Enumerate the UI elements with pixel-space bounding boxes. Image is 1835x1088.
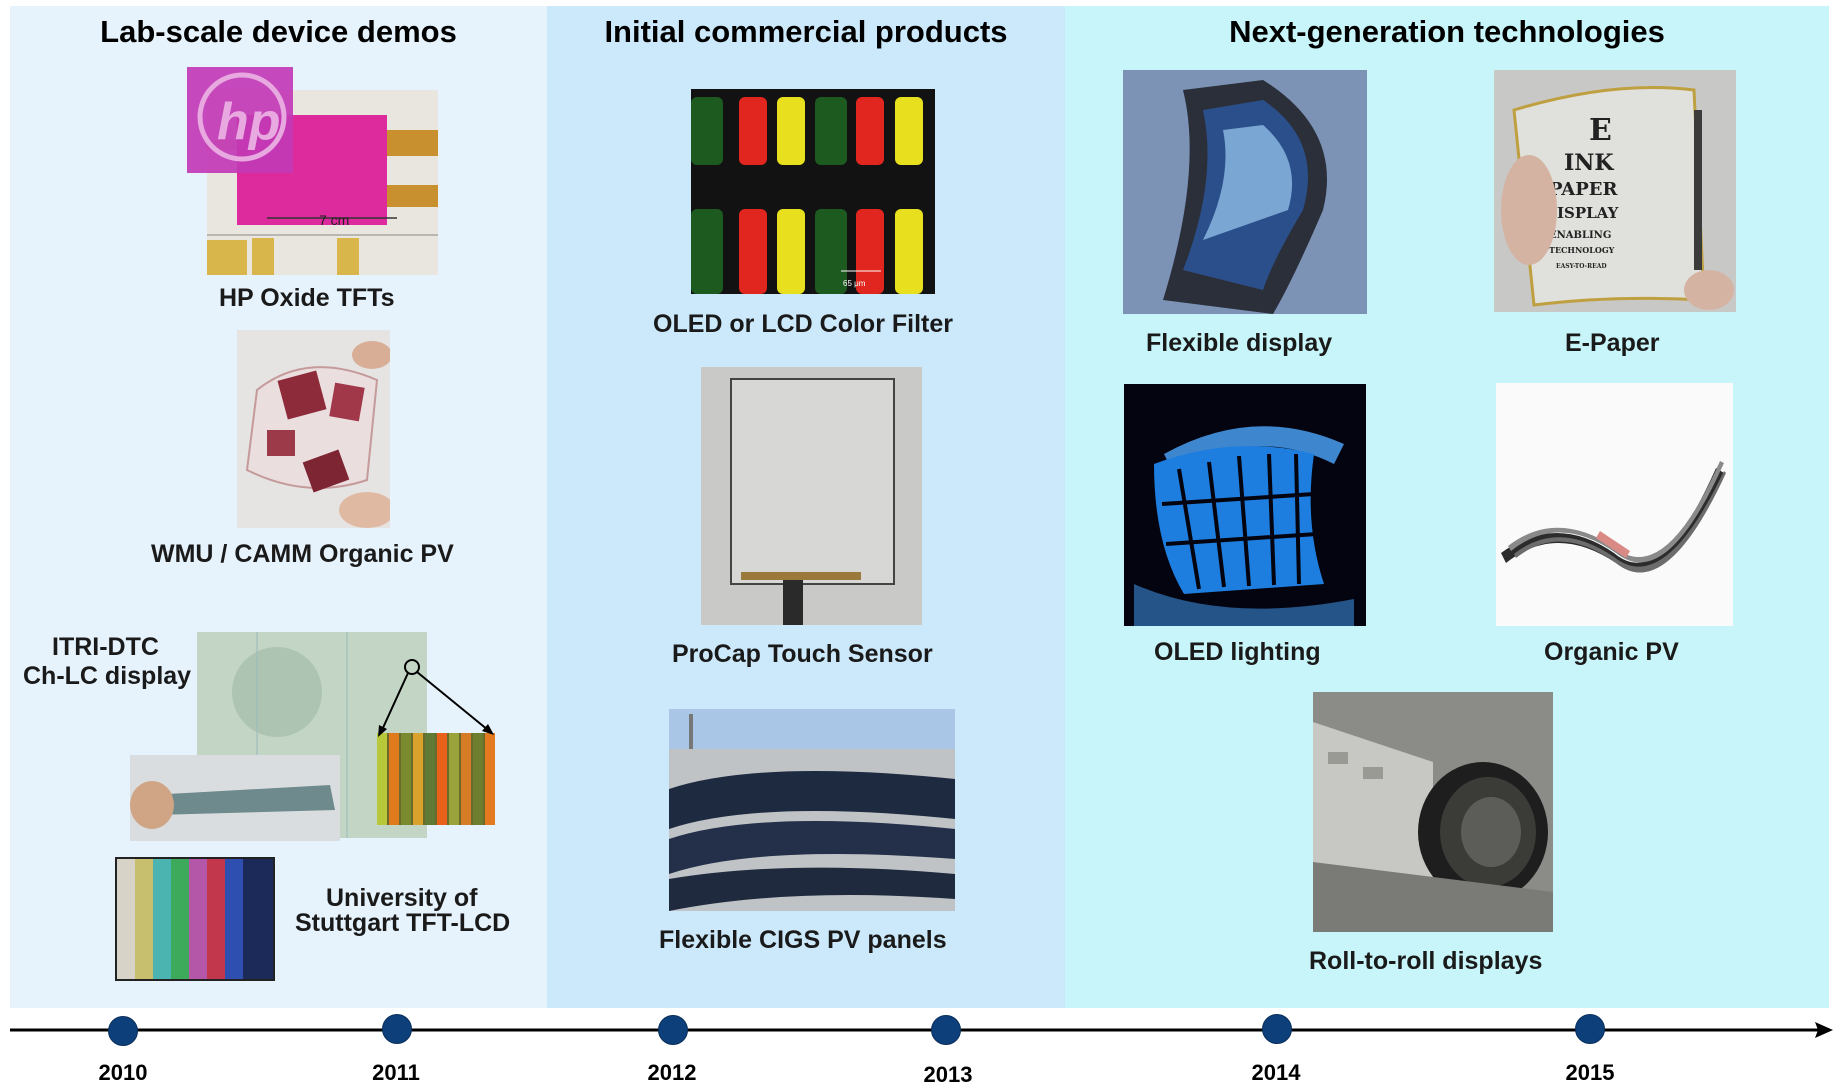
milestone-2015	[1575, 1014, 1605, 1044]
hp-logo: hp	[187, 67, 293, 173]
caption-hp-oxide: HP Oxide TFTs	[219, 284, 395, 312]
roll-to-roll-photo	[1313, 692, 1553, 932]
section-title-next: Next-generation technologies	[1229, 14, 1665, 49]
milestone-2014	[1262, 1014, 1292, 1044]
cigs-pv-panels-photo	[669, 709, 955, 911]
svg-text:ENABLING: ENABLING	[1549, 230, 1611, 241]
epaper-chart-text: E INK PAPER DISPLAY ENABLING TECHNOLOGY …	[1544, 113, 1619, 270]
year-label-2010: 2010	[98, 1060, 148, 1085]
svg-text:EASY-TO-READ: EASY-TO-READ	[1556, 263, 1607, 270]
timeline-axis	[10, 1022, 1833, 1038]
caption-organic-pv: Organic PV	[1544, 638, 1679, 666]
caption-cigs: Flexible CIGS PV panels	[659, 926, 947, 954]
zoom-callout-arrows	[378, 659, 494, 737]
year-label-2011: 2011	[372, 1060, 420, 1085]
oled-lighting-photo	[1124, 384, 1366, 626]
caption-wmu-camm: WMU / CAMM Organic PV	[151, 540, 454, 568]
year-label-2015: 2015	[1565, 1060, 1615, 1085]
ruler-label: 7 cm	[319, 212, 349, 228]
caption-itri-line1: ITRI-DTC	[52, 633, 159, 661]
section-title-commercial: Initial commercial products	[604, 14, 1008, 49]
caption-roll-to-roll: Roll-to-roll displays	[1309, 947, 1543, 975]
caption-color-filter: OLED or LCD Color Filter	[653, 310, 953, 338]
wmu-camm-organic-pv-photo	[237, 330, 390, 528]
section-title-lab: Lab-scale device demos	[100, 14, 457, 49]
epaper-photo: E INK PAPER DISPLAY ENABLING TECHNOLOGY …	[1494, 70, 1736, 312]
svg-text:INK: INK	[1564, 150, 1614, 176]
milestone-2013	[931, 1015, 961, 1045]
caption-stuttgart-line1: University of	[326, 884, 478, 912]
svg-text:DISPLAY: DISPLAY	[1544, 204, 1619, 222]
itri-pixel-zoom-photo	[377, 733, 495, 825]
milestone-2012	[658, 1015, 688, 1045]
scale-label: 65 μm	[843, 279, 866, 288]
year-label-2013: 2013	[923, 1062, 973, 1087]
milestone-2011	[382, 1014, 412, 1044]
year-label-2014: 2014	[1251, 1060, 1301, 1085]
caption-stuttgart-line2: Stuttgart TFT-LCD	[295, 909, 511, 937]
caption-oled-lighting: OLED lighting	[1154, 638, 1321, 666]
hp-oxide-tft-photo: 7 cm	[207, 90, 438, 275]
stuttgart-tft-lcd-photo	[115, 857, 275, 981]
flexible-display-photo	[1123, 70, 1367, 314]
svg-text:TECHNOLOGY: TECHNOLOGY	[1549, 245, 1615, 255]
caption-flexible-display: Flexible display	[1146, 329, 1333, 357]
milestone-2010	[108, 1016, 138, 1046]
caption-procap: ProCap Touch Sensor	[672, 640, 933, 668]
svg-text:E: E	[1589, 113, 1612, 148]
itri-flex-sheet-photo	[130, 755, 340, 841]
caption-itri-line2: Ch-LC display	[23, 662, 192, 690]
hp-logo-text: hp	[217, 93, 281, 151]
caption-epaper: E-Paper	[1565, 329, 1660, 357]
year-label-2012: 2012	[647, 1060, 697, 1085]
procap-touch-sensor-photo	[701, 367, 922, 625]
svg-text:PAPER: PAPER	[1549, 179, 1618, 200]
organic-pv-photo	[1496, 383, 1733, 626]
color-filter-photo: 65 μm	[691, 89, 935, 294]
